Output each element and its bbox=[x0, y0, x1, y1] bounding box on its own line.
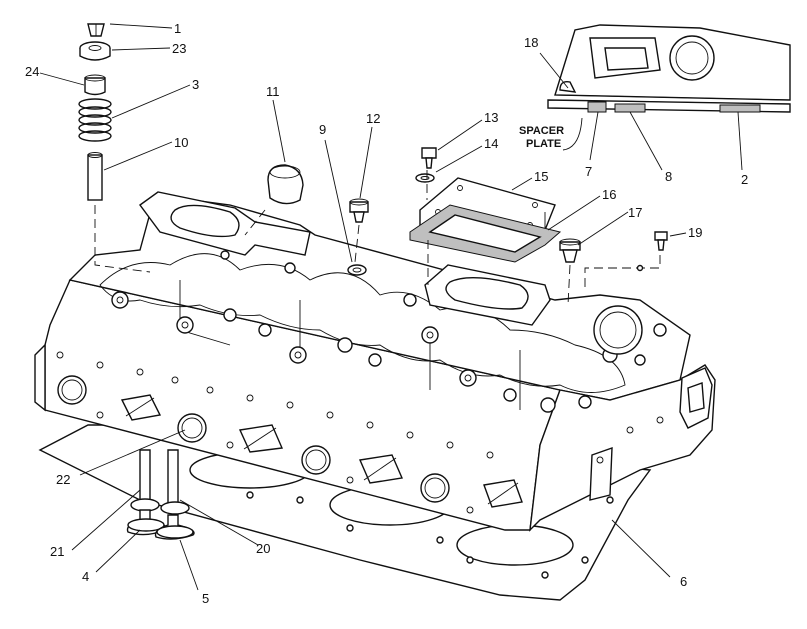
callout-9: 9 bbox=[319, 122, 326, 137]
callout-13: 13 bbox=[484, 110, 498, 125]
assembly-line bbox=[584, 255, 661, 290]
callout-numbers: 1 23 24 3 10 11 9 12 13 14 15 16 17 19 1… bbox=[25, 21, 748, 606]
sealing-washer bbox=[347, 264, 367, 276]
callout-3: 3 bbox=[192, 77, 199, 92]
callout-5: 5 bbox=[202, 591, 209, 606]
callout-17: 17 bbox=[628, 205, 642, 220]
callout-8: 8 bbox=[665, 169, 672, 184]
callout-23: 23 bbox=[172, 41, 186, 56]
callout-7: 7 bbox=[585, 164, 592, 179]
head-gasket bbox=[38, 424, 652, 601]
cup-plug bbox=[267, 164, 304, 205]
assembly-line bbox=[354, 224, 360, 263]
callout-12: 12 bbox=[366, 111, 380, 126]
callout-1: 1 bbox=[174, 21, 181, 36]
plug-bolt bbox=[349, 198, 369, 223]
callout-24: 24 bbox=[25, 64, 39, 79]
pipe-fitting bbox=[559, 238, 581, 263]
assembly-line bbox=[567, 264, 571, 306]
callout-10: 10 bbox=[174, 135, 188, 150]
valve-seat-insert bbox=[130, 498, 160, 512]
spacer-label-line-1: SPACER bbox=[519, 125, 564, 137]
cylinder-head-block bbox=[34, 191, 716, 532]
callout-20: 20 bbox=[256, 541, 270, 556]
valves bbox=[126, 449, 195, 540]
callout-14: 14 bbox=[484, 136, 498, 151]
valve-seat-insert bbox=[160, 501, 190, 515]
spacer-label-line-2: PLATE bbox=[526, 138, 561, 150]
small-screw bbox=[654, 231, 668, 251]
spacer-plate-label: SPACER PLATE bbox=[519, 117, 583, 151]
callout-18: 18 bbox=[524, 35, 538, 50]
callout-4: 4 bbox=[82, 569, 89, 584]
callout-15: 15 bbox=[534, 169, 548, 184]
leader-line bbox=[562, 117, 583, 151]
leader-lines bbox=[39, 23, 743, 591]
cover-gasket bbox=[409, 204, 562, 263]
assembly-line bbox=[244, 209, 266, 236]
callout-19: 19 bbox=[688, 225, 702, 240]
valve-spring bbox=[78, 98, 112, 142]
valve-train-stack bbox=[78, 23, 151, 273]
callout-2: 2 bbox=[741, 172, 748, 187]
callout-11: 11 bbox=[266, 84, 280, 99]
callout-22: 22 bbox=[56, 472, 70, 487]
callout-16: 16 bbox=[602, 187, 616, 202]
callout-6: 6 bbox=[680, 574, 687, 589]
cover-bolt bbox=[421, 147, 437, 169]
manifold-inset bbox=[547, 24, 791, 113]
cover-washer bbox=[415, 173, 435, 183]
callout-21: 21 bbox=[50, 544, 64, 559]
valve-guide bbox=[87, 154, 103, 201]
valve-seal bbox=[84, 77, 106, 96]
